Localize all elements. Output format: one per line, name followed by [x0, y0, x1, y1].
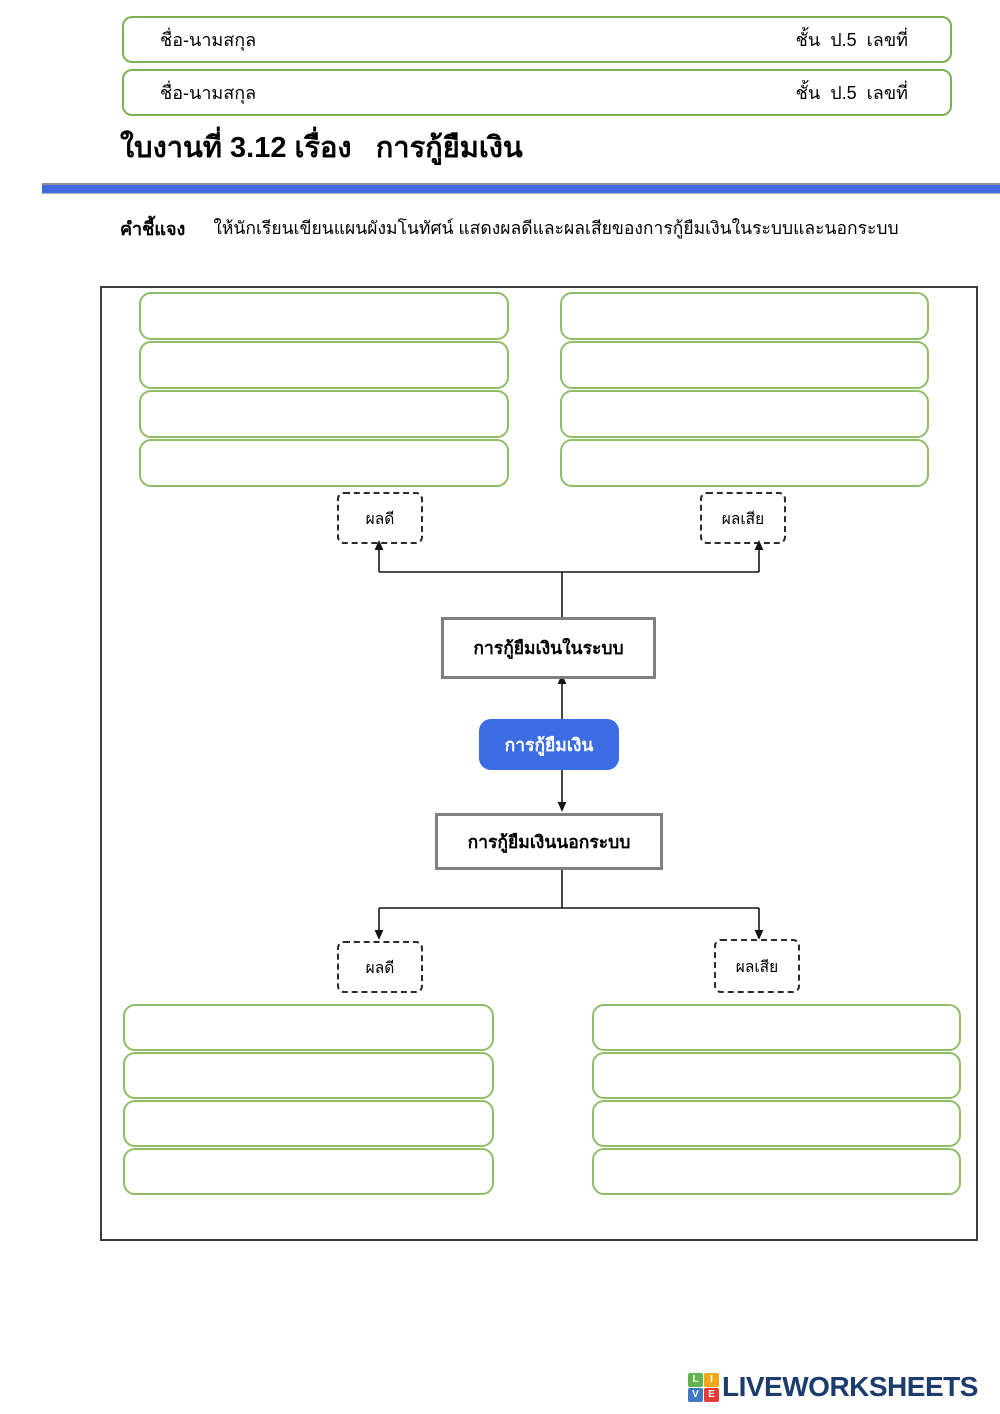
answer-slot-bottom-cons-3[interactable]: [592, 1100, 961, 1147]
logo-square-i: I: [704, 1372, 719, 1387]
answer-slot-top-cons-1[interactable]: [560, 292, 929, 340]
divider-bar: [42, 183, 1000, 194]
logo-square-l: L: [688, 1372, 703, 1387]
name-label: ชื่อ-นามสกุล: [160, 30, 257, 50]
in-system-box: การกู้ยืมเงินในระบบ: [441, 617, 656, 679]
diagram-frame: ผลดี ผลเสีย: [100, 286, 978, 1241]
answer-slot-bottom-cons-4[interactable]: [592, 1148, 961, 1195]
answer-slot-top-pros-4[interactable]: [139, 439, 509, 487]
bottom-pros-label: ผลดี: [365, 959, 395, 977]
center-topic-label: การกู้ยืมเงิน: [504, 734, 594, 755]
logo-square-e: E: [704, 1387, 719, 1402]
class-number-label: ชั้น ป.5 เลขที่: [795, 30, 908, 50]
bottom-cons-label: ผลเสีย: [735, 958, 779, 976]
liveworksheets-logo-icon: L I V E: [688, 1372, 719, 1402]
in-system-label: การกู้ยืมเงินในระบบ: [473, 638, 624, 658]
top-cons-box: ผลเสีย: [700, 492, 786, 544]
brand-name: LIVEWORKSHEETS: [722, 1371, 978, 1402]
answer-slot-top-pros-2[interactable]: [139, 341, 509, 389]
bottom-pros-box: ผลดี: [337, 941, 423, 993]
instruction-text: ให้นักเรียนเขียนแผนผังมโนทัศน์ แสดงผลดีแ…: [213, 218, 899, 238]
answer-slot-top-pros-1[interactable]: [139, 292, 509, 340]
answer-slot-top-cons-3[interactable]: [560, 390, 929, 438]
instruction-row: คำชี้แจง ให้นักเรียนเขียนแผนผังมโนทัศน์ …: [120, 214, 899, 243]
class-number-label: ชั้น ป.5 เลขที่: [795, 83, 908, 103]
answer-slot-bottom-pros-1[interactable]: [123, 1004, 494, 1051]
instruction-label: คำชี้แจง: [120, 219, 186, 239]
name-field-row-1[interactable]: ชื่อ-นามสกุล ชั้น ป.5 เลขที่: [122, 16, 952, 63]
top-cons-label: ผลเสีย: [721, 510, 765, 528]
top-pros-label: ผลดี: [365, 510, 395, 528]
answer-slot-bottom-cons-2[interactable]: [592, 1052, 961, 1099]
answer-slot-top-cons-4[interactable]: [560, 439, 929, 487]
bottom-cons-box: ผลเสีย: [714, 939, 800, 993]
logo-square-v: V: [688, 1387, 703, 1402]
answer-slot-top-pros-3[interactable]: [139, 390, 509, 438]
liveworksheets-footer: L I V E LIVEWORKSHEETS: [688, 1371, 978, 1403]
name-label: ชื่อ-นามสกุล: [160, 83, 257, 103]
out-system-label: การกู้ยืมเงินนอกระบบ: [467, 831, 631, 852]
name-field-row-2[interactable]: ชื่อ-นามสกุล ชั้น ป.5 เลขที่: [122, 69, 952, 116]
out-system-box: การกู้ยืมเงินนอกระบบ: [435, 813, 663, 870]
answer-slot-bottom-pros-3[interactable]: [123, 1100, 494, 1147]
answer-slot-top-cons-2[interactable]: [560, 341, 929, 389]
top-pros-box: ผลดี: [337, 492, 423, 544]
center-topic-box: การกู้ยืมเงิน: [479, 719, 619, 770]
page-title: ใบงานที่ 3.12 เรื่อง การกู้ยืมเงิน: [120, 132, 523, 164]
answer-slot-bottom-pros-4[interactable]: [123, 1148, 494, 1195]
answer-slot-bottom-pros-2[interactable]: [123, 1052, 494, 1099]
answer-slot-bottom-cons-1[interactable]: [592, 1004, 961, 1051]
